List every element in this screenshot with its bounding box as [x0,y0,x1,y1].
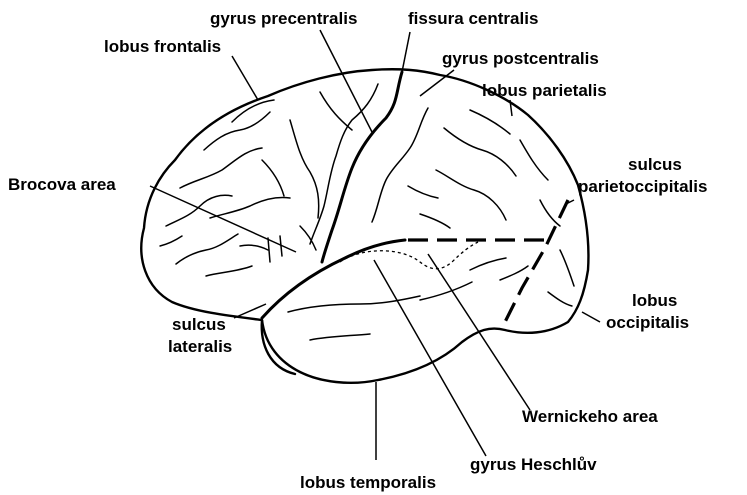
label-lobus-occipitalis-1: lobus [632,291,677,310]
label-brocova-area: Brocova area [8,175,116,194]
leader-lobus-occipitalis [582,312,600,322]
label-fissura-centralis: fissura centralis [408,9,538,28]
fissura-centralis-line [322,72,402,262]
label-gyrus-heschluv: gyrus Heschlův [470,455,597,474]
label-sulcus-parietoccipitalis-1: sulcus [628,155,682,174]
label-lobus-occipitalis-2: occipitalis [606,313,689,332]
label-lobus-parietalis: lobus parietalis [482,81,607,100]
leader-sulcus-lateralis [234,304,266,318]
leader-gyrus-precentralis [320,30,372,132]
label-lobus-frontalis: lobus frontalis [104,37,221,56]
label-wernickeho-area: Wernickeho area [522,407,658,426]
label-gyrus-postcentralis: gyrus postcentralis [442,49,599,68]
brain-outline [141,69,588,383]
label-sulcus-lateralis-2: lateralis [168,337,232,356]
precentral-sulcus [310,84,378,244]
label-sulcus-lateralis-1: sulcus [172,315,226,334]
occipital-sulci [548,250,574,306]
sulcus-parietoccipitalis-dashed [505,200,568,322]
parietal-sulci [372,108,560,228]
leader-fissura-centralis [402,32,410,72]
label-sulcus-parietoccipitalis-2: parietoccipitalis [578,177,707,196]
heschl-dotted-outline [340,242,478,269]
label-gyrus-precentralis: gyrus precentralis [210,9,357,28]
sulcus-lateralis-line [262,240,405,318]
leader-gyrus-heschluv [374,260,486,456]
frontal-sulci [160,92,352,276]
leader-lobus-frontalis [232,56,258,100]
label-lobus-temporalis: lobus temporalis [300,473,436,492]
